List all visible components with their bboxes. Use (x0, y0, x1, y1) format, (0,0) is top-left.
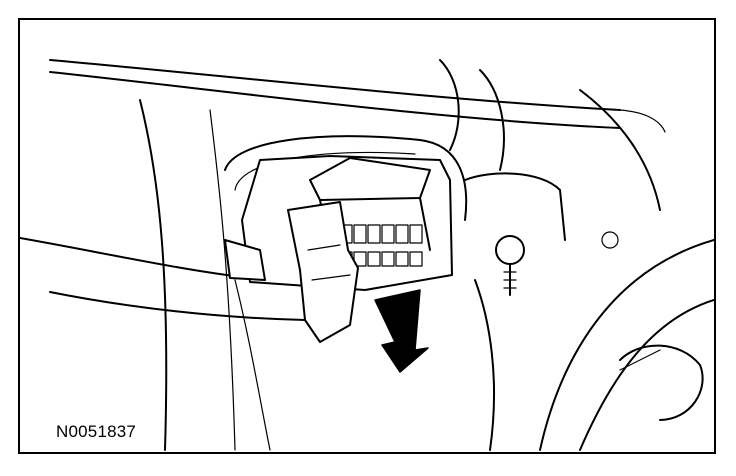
upper-tube (49, 59, 666, 133)
indicator-arrow (374, 289, 429, 373)
figure-frame: N0051837 (18, 18, 716, 454)
bolt-head (495, 235, 525, 265)
right-bracket (464, 172, 566, 451)
left-housing (139, 99, 271, 451)
locking-tab (287, 201, 359, 343)
figure-reference-code: N0051837 (56, 422, 137, 441)
electrical-connector (241, 155, 453, 343)
wire-harness (20, 237, 306, 321)
right-housing (439, 59, 714, 451)
technical-line-drawing (20, 59, 714, 451)
